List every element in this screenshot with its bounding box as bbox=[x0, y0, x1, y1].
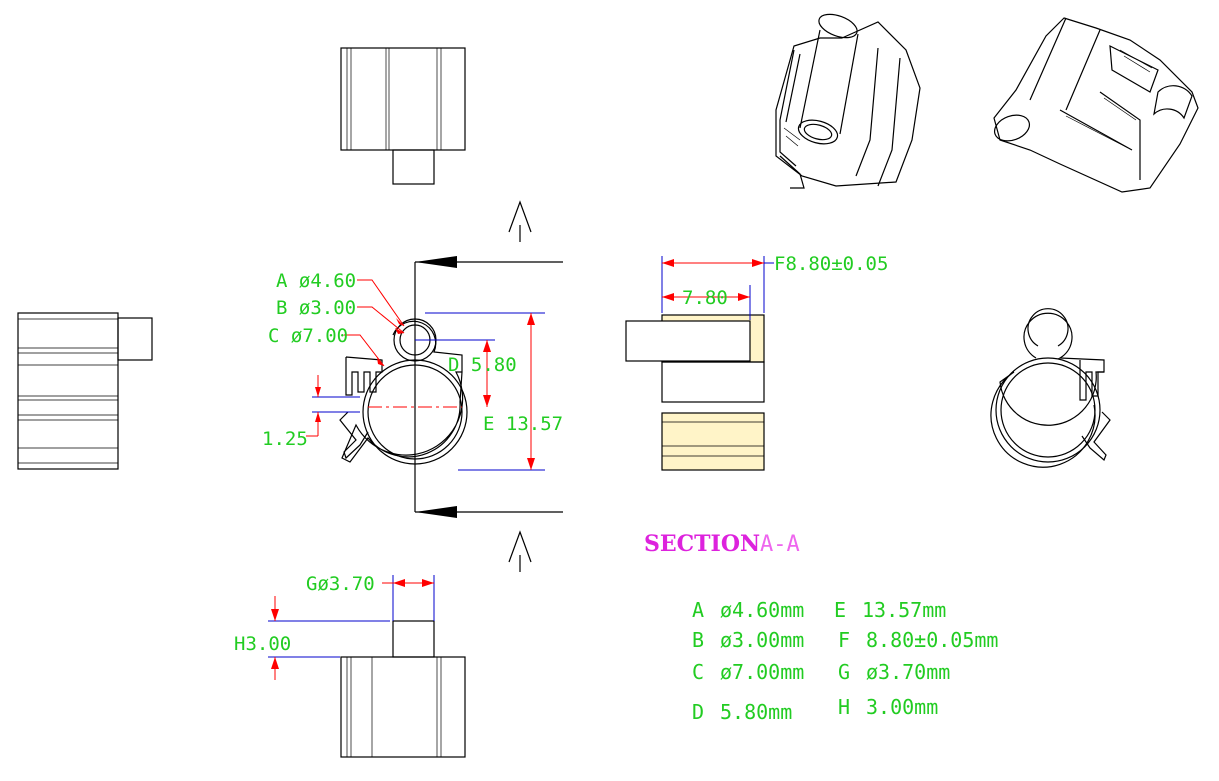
table-value-f: 8.80±0.05mm bbox=[866, 628, 998, 652]
table-letter-h: H bbox=[838, 695, 850, 719]
callout-780: 7.80 bbox=[682, 287, 728, 309]
isometric-view-1 bbox=[775, 13, 921, 189]
callout-b: B ø3.00 bbox=[276, 297, 356, 319]
table-letter-g: G bbox=[838, 660, 850, 684]
callout-125: 1.25 bbox=[262, 428, 308, 450]
section-marker-bottom: A bbox=[0, 0, 532, 572]
section-marker-top: A bbox=[0, 0, 532, 242]
table-value-d: 5.80mm bbox=[720, 700, 792, 724]
table-value-a: ø4.60mm bbox=[720, 598, 804, 622]
callout-c: C ø7.00 bbox=[268, 325, 348, 347]
section-title: SECTION bbox=[644, 531, 760, 557]
callout-g: Gø3.70 bbox=[306, 573, 375, 595]
callout-h: H3.00 bbox=[234, 633, 291, 655]
side-view-left bbox=[17, 312, 153, 470]
table-value-c: ø7.00mm bbox=[720, 660, 804, 684]
table-letter-a: A bbox=[692, 598, 704, 622]
front-view bbox=[306, 256, 563, 518]
table-value-h: 3.00mm bbox=[866, 695, 938, 719]
table-letter-b: B bbox=[692, 628, 704, 652]
callout-e: E 13.57 bbox=[483, 413, 563, 435]
table-letter-f: F bbox=[838, 628, 850, 652]
table-letter-d: D bbox=[692, 700, 704, 724]
section-subtitle: A-A bbox=[760, 532, 800, 557]
table-value-e: 13.57mm bbox=[862, 598, 946, 622]
callout-f: F8.80±0.05 bbox=[774, 253, 888, 275]
callout-d: D 5.80 bbox=[448, 354, 517, 376]
table-letter-e: E bbox=[834, 598, 846, 622]
isometric-view-2 bbox=[993, 17, 1199, 193]
right-view bbox=[990, 308, 1111, 468]
section-marker-bottom-label: A bbox=[0, 0, 1, 1]
bottom-view bbox=[268, 575, 466, 758]
top-view bbox=[340, 47, 466, 185]
table-value-b: ø3.00mm bbox=[720, 628, 804, 652]
section-view bbox=[625, 256, 774, 471]
callout-a: A ø4.60 bbox=[276, 270, 356, 292]
table-letter-c: C bbox=[692, 660, 704, 684]
section-marker-top-label: A bbox=[0, 0, 1, 1]
dimensions-table: A ø4.60mm B ø3.00mm C ø7.00mm D 5.80mm E… bbox=[692, 598, 998, 724]
table-value-g: ø3.70mm bbox=[866, 660, 950, 684]
